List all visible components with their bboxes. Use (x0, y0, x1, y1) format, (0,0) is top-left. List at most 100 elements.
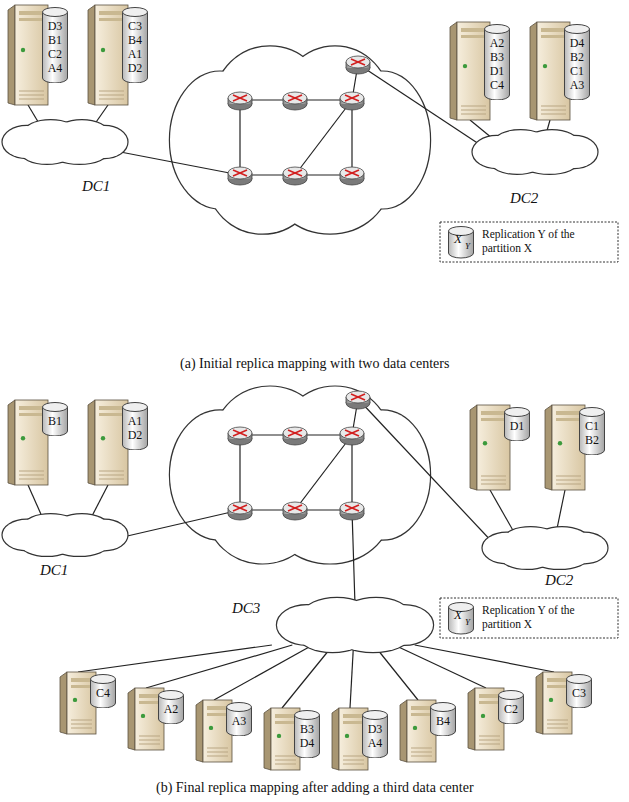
replica-list: D3 A4 (368, 710, 383, 750)
server-bay (481, 411, 506, 415)
server-vent (556, 476, 581, 477)
server-bay (139, 701, 160, 704)
server-bay (479, 701, 500, 704)
router-arrow (233, 95, 247, 101)
router-top (283, 427, 307, 439)
router-top (283, 92, 307, 104)
server-bay (411, 713, 432, 716)
disk-body (449, 607, 474, 634)
replica-disk: C3 B4 A1 D2 (122, 7, 148, 83)
router-arrow (351, 394, 365, 400)
replica-list: C4 (96, 674, 110, 700)
cloud-outline (29, 125, 101, 159)
router-arrow (345, 505, 359, 511)
server-vent (547, 728, 568, 729)
server-vent (207, 748, 228, 749)
cloud-fill (29, 125, 101, 159)
server-led (549, 698, 553, 702)
router-arrow (351, 59, 365, 65)
router-top (228, 502, 252, 514)
disk-top (43, 8, 68, 17)
server-bay (343, 714, 364, 718)
network-link (295, 100, 352, 175)
server-vent (556, 480, 581, 481)
disk-top (123, 403, 148, 412)
router-top (228, 92, 252, 104)
server-vent (411, 748, 432, 749)
server-led (558, 441, 562, 445)
router-arrow (351, 394, 365, 400)
router-arrow (288, 505, 302, 511)
server-vent (411, 752, 432, 753)
server-side (468, 688, 475, 750)
server-side (60, 672, 67, 734)
replica-list: A2 (164, 690, 179, 716)
router-arrow (233, 505, 247, 511)
replica-list: A1 D2 (128, 402, 143, 442)
disk-top (43, 403, 68, 412)
router-arrow (288, 430, 302, 436)
server-led (277, 734, 281, 738)
router-top (340, 502, 364, 514)
router-top (283, 167, 307, 179)
server-vent (71, 728, 92, 729)
replica-disk: C1 B2 (579, 407, 605, 455)
cloud-fill (225, 68, 375, 212)
replica-disk: B3 D4 (294, 710, 320, 758)
network-link (239, 435, 240, 510)
dc-link (352, 510, 355, 605)
server-vent (556, 484, 581, 485)
router-arrow (288, 505, 302, 511)
router-arrow (345, 95, 359, 101)
replica-list: C3 B4 A1 D2 (128, 7, 143, 75)
figure-caption: (a) Initial replica mapping with two dat… (180, 356, 449, 372)
replica-disk: D3 A4 (362, 710, 388, 758)
server-vent (481, 484, 506, 485)
server-wire (282, 645, 333, 708)
server-bay (556, 411, 581, 415)
server-wire (214, 645, 313, 700)
server-bay (99, 11, 124, 15)
router-arrow (351, 59, 365, 65)
server-bay (275, 714, 296, 718)
server-bay (19, 11, 44, 15)
server-side (530, 22, 537, 120)
server-led (413, 726, 417, 730)
server-bay (71, 678, 92, 682)
router-arrow (288, 430, 302, 436)
router-arrow (233, 170, 247, 176)
server-bay (207, 706, 228, 710)
router-arrow (288, 95, 302, 101)
server-vent (411, 756, 432, 757)
server-led (463, 64, 467, 68)
disk-top (499, 691, 524, 700)
server-wire (350, 645, 354, 708)
replica-disk: C3 (566, 674, 592, 708)
network-link (351, 100, 352, 175)
network-link (351, 435, 352, 510)
disk-top (565, 25, 590, 34)
server-vent (547, 724, 568, 725)
disk-top (431, 703, 456, 712)
server-vent (479, 740, 500, 741)
server-vent (99, 471, 124, 472)
router-arrow (345, 430, 359, 436)
replica-disk: C2 (498, 690, 524, 724)
server-vent (343, 760, 364, 761)
legend-symbol: Y (465, 617, 470, 627)
server-led (141, 714, 145, 718)
server-vent (481, 480, 506, 481)
router-arrow (288, 170, 302, 176)
datacenter-name: DC2 (545, 572, 573, 589)
server-bay (461, 28, 486, 32)
datacenter-name: DC1 (82, 178, 110, 195)
server-vent (541, 106, 566, 107)
replica-list: C1 B2 (585, 407, 599, 447)
datacenter-name: DC2 (510, 190, 538, 207)
server-vent (19, 471, 44, 472)
server-bay (547, 685, 568, 688)
server-led (21, 436, 25, 440)
replica-disk: A2 (158, 690, 184, 724)
server-side (545, 405, 552, 490)
